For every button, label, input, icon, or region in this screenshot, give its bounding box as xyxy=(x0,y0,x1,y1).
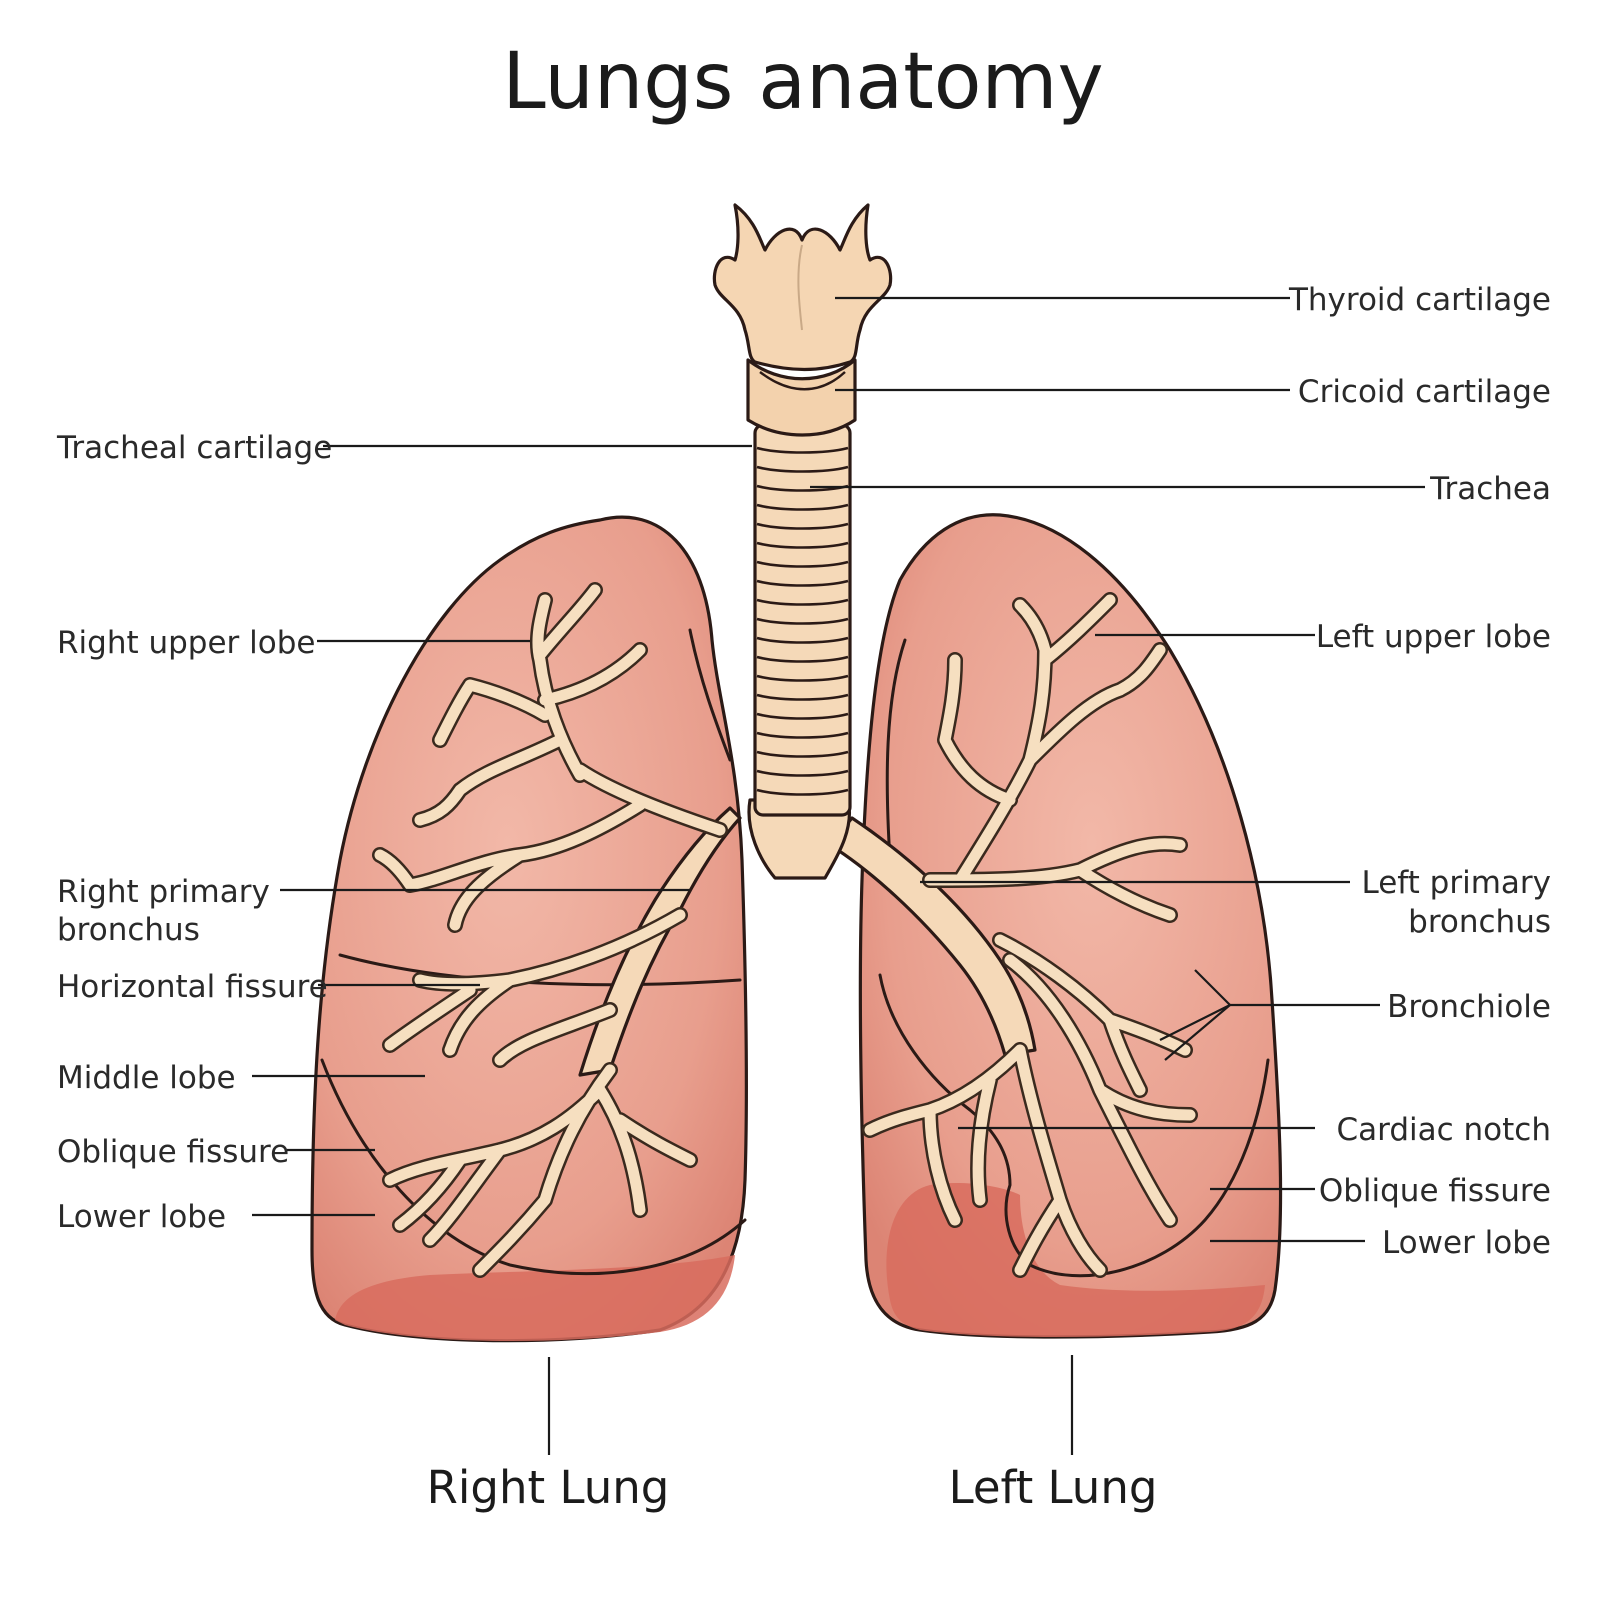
leader-lines xyxy=(252,296,1425,1455)
label-thyroid-cartilage: Thyroid cartilage xyxy=(1288,282,1551,318)
oblique-fissure-left-line xyxy=(878,973,1270,1278)
label-middle-lobe: Middle lobe xyxy=(57,1060,236,1096)
tracheal-ring xyxy=(756,579,849,587)
tracheal-ring xyxy=(756,636,849,644)
tracheal-ring xyxy=(756,446,849,454)
tracheal-ring xyxy=(756,750,849,758)
oblique-fissure-right-line xyxy=(320,1058,747,1276)
tracheal-ring xyxy=(756,617,849,625)
tracheal-ring xyxy=(756,674,849,682)
label-trachea: Trachea xyxy=(1429,471,1551,507)
label-left-primary-bronchus-line1: Left primary xyxy=(1362,865,1552,901)
left-lung xyxy=(858,513,1283,1339)
label-cardiac-notch: Cardiac notch xyxy=(1337,1112,1552,1148)
label-oblique-fissure-left: Oblique fissure xyxy=(1319,1173,1551,1209)
tracheal-ring xyxy=(756,769,849,777)
tracheal-ring xyxy=(756,560,849,568)
tracheal-rings xyxy=(756,446,849,796)
trachea-larynx xyxy=(578,203,1037,1077)
label-right-upper-lobe: Right upper lobe xyxy=(57,625,316,661)
tracheal-ring xyxy=(756,541,849,549)
label-horizontal-fissure: Horizontal fissure xyxy=(57,969,328,1005)
bronchial-tree-left xyxy=(862,592,1198,1278)
tracheal-ring xyxy=(756,598,849,606)
tracheal-ring xyxy=(756,788,849,796)
tracheal-ring xyxy=(756,465,849,473)
label-tracheal-cartilage: Tracheal cartilage xyxy=(56,430,332,466)
leader-bronchiole-c xyxy=(1194,969,1231,1006)
leader-bronchiole-b xyxy=(1164,1004,1231,1061)
tracheal-ring xyxy=(756,503,849,511)
label-left-lung: Left Lung xyxy=(949,1461,1158,1514)
label-lower-lobe-left: Lower lobe xyxy=(1382,1225,1551,1261)
label-left-upper-lobe: Left upper lobe xyxy=(1316,619,1551,655)
left-bronchi-fill xyxy=(864,594,1196,1276)
label-lower-lobe-right: Lower lobe xyxy=(57,1199,226,1235)
label-bronchiole: Bronchiole xyxy=(1387,989,1551,1025)
tracheal-ring xyxy=(756,731,849,739)
label-right-primary-bronchus-line2: bronchus xyxy=(57,912,200,948)
diagram-title: Lungs anatomy xyxy=(502,37,1103,127)
label-right-primary-bronchus-line1: Right primary xyxy=(57,874,270,910)
tracheal-ring xyxy=(756,693,849,701)
label-oblique-fissure-right: Oblique fissure xyxy=(57,1134,289,1170)
label-left-primary-bronchus-line2: bronchus xyxy=(1408,904,1551,940)
tracheal-ring xyxy=(756,522,849,530)
bronchial-tree-right xyxy=(372,582,728,1278)
tracheal-ring xyxy=(756,712,849,720)
tracheal-ring xyxy=(756,655,849,663)
label-cricoid-cartilage: Cricoid cartilage xyxy=(1298,374,1551,410)
label-right-lung: Right Lung xyxy=(427,1461,670,1514)
